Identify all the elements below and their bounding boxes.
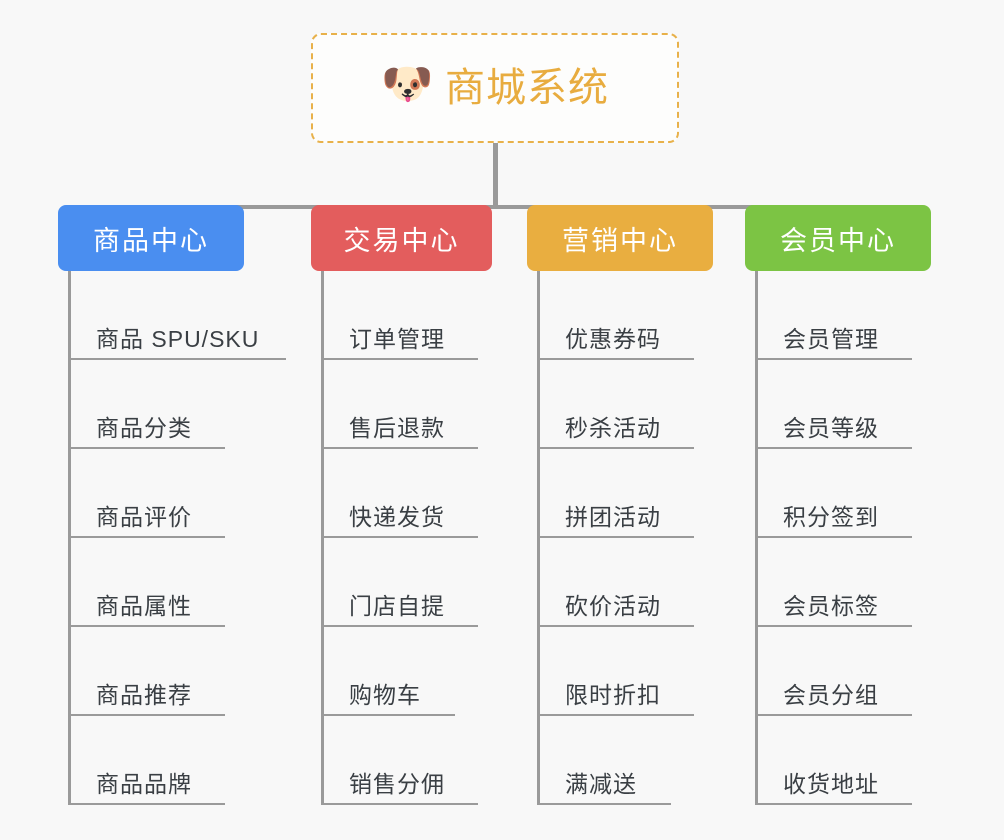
list-item-rule [68,714,225,716]
list-item-rule [68,447,225,449]
list-item-label: 商品品牌 [96,771,192,797]
dog-face-icon: 🐶 [381,60,434,107]
list-item[interactable]: 积分签到 [745,449,931,538]
list-item-rule [68,358,286,360]
horizontal-bus-connector [150,205,841,209]
root-title: 商城系统 [445,66,609,110]
list-item-rule [68,625,225,627]
category-header-member-center[interactable]: 会员中心 [745,205,931,271]
list-item[interactable]: 会员标签 [745,538,931,627]
list-item[interactable]: 商品分类 [58,360,244,449]
list-item[interactable]: 购物车 [311,627,492,716]
list-item[interactable]: 满减送 [527,716,713,805]
list-item[interactable]: 门店自提 [311,538,492,627]
list-item[interactable]: 会员分组 [745,627,931,716]
list-item-rule [68,803,225,805]
list-item-label: 会员管理 [783,326,879,352]
list-item-rule [321,714,455,716]
column-spine [321,271,324,805]
list-item[interactable]: 会员等级 [745,360,931,449]
list-item-label: 优惠券码 [565,326,661,352]
list-item-rule [321,447,478,449]
list-item-rule [537,625,694,627]
list-item[interactable]: 售后退款 [311,360,492,449]
leaf-list-trade-center: 订单管理 售后退款 快递发货 门店自提 购物车 销售分佣 [311,271,492,805]
column-spine [68,271,71,805]
list-item-rule [537,536,694,538]
category-header-label: 商品中心 [93,225,209,256]
root-stem-connector [493,143,498,205]
list-item-label: 拼团活动 [565,504,661,530]
list-item[interactable]: 商品属性 [58,538,244,627]
list-item-rule [537,358,694,360]
category-header-product-center[interactable]: 商品中心 [58,205,244,271]
list-item[interactable]: 商品品牌 [58,716,244,805]
column-member-center: 会员中心 会员管理 会员等级 积分签到 会员标签 会员分组 收货地址 [745,205,931,805]
list-item-rule [755,625,912,627]
list-item-rule [755,536,912,538]
list-item-rule [321,358,478,360]
list-item[interactable]: 商品 SPU/SKU [58,271,286,360]
list-item-rule [321,803,478,805]
leaf-list-member-center: 会员管理 会员等级 积分签到 会员标签 会员分组 收货地址 [745,271,931,805]
list-item-label: 积分签到 [783,504,879,530]
list-item-label: 商品推荐 [96,682,192,708]
list-item-label: 门店自提 [349,593,445,619]
list-item[interactable]: 优惠券码 [527,271,713,360]
list-item-label: 满减送 [565,771,637,797]
list-item[interactable]: 拼团活动 [527,449,713,538]
list-item[interactable]: 商品评价 [58,449,244,538]
list-item-label: 售后退款 [349,415,445,441]
list-item-rule [755,447,912,449]
list-item[interactable]: 秒杀活动 [527,360,713,449]
list-item-rule [755,358,912,360]
list-item-label: 商品属性 [96,593,192,619]
list-item-label: 购物车 [349,682,421,708]
list-item-label: 订单管理 [349,326,445,352]
column-trade-center: 交易中心 订单管理 售后退款 快递发货 门店自提 购物车 销售分佣 [311,205,492,805]
list-item-label: 秒杀活动 [565,415,661,441]
list-item[interactable]: 限时折扣 [527,627,713,716]
list-item-label: 快递发货 [349,504,445,530]
category-header-label: 交易中心 [343,225,460,256]
column-marketing-center: 营销中心 优惠券码 秒杀活动 拼团活动 砍价活动 限时折扣 满减送 [527,205,713,805]
list-item-label: 砍价活动 [565,593,661,619]
list-item[interactable]: 会员管理 [745,271,931,360]
list-item-rule [321,625,478,627]
category-header-label: 营销中心 [562,225,678,256]
list-item-label: 会员分组 [783,682,879,708]
list-item-label: 限时折扣 [565,682,661,708]
list-item-rule [537,803,671,805]
list-item[interactable]: 砍价活动 [527,538,713,627]
category-header-marketing-center[interactable]: 营销中心 [527,205,713,271]
list-item[interactable]: 收货地址 [745,716,931,805]
list-item[interactable]: 销售分佣 [311,716,492,805]
list-item-rule [755,714,912,716]
leaf-list-marketing-center: 优惠券码 秒杀活动 拼团活动 砍价活动 限时折扣 满减送 [527,271,713,805]
list-item-rule [321,536,478,538]
list-item-rule [68,536,225,538]
list-item-label: 商品 SPU/SKU [96,326,260,352]
list-item-label: 销售分佣 [349,771,445,797]
column-spine [537,271,540,805]
column-product-center: 商品中心 商品 SPU/SKU 商品分类 商品评价 商品属性 商品推荐 商品品牌 [58,205,286,805]
list-item-rule [537,447,694,449]
list-item-label: 商品分类 [96,415,192,441]
list-item-label: 会员等级 [783,415,879,441]
list-item-label: 收货地址 [783,771,879,797]
column-spine [755,271,758,805]
list-item-rule [537,714,694,716]
leaf-list-product-center: 商品 SPU/SKU 商品分类 商品评价 商品属性 商品推荐 商品品牌 [58,271,286,805]
list-item[interactable]: 订单管理 [311,271,492,360]
root-node[interactable]: 🐶 商城系统 [311,33,679,143]
list-item-label: 会员标签 [783,593,879,619]
list-item-label: 商品评价 [96,504,192,530]
list-item[interactable]: 商品推荐 [58,627,244,716]
category-header-trade-center[interactable]: 交易中心 [311,205,492,271]
list-item-rule [755,803,912,805]
list-item[interactable]: 快递发货 [311,449,492,538]
category-header-label: 会员中心 [780,225,896,256]
